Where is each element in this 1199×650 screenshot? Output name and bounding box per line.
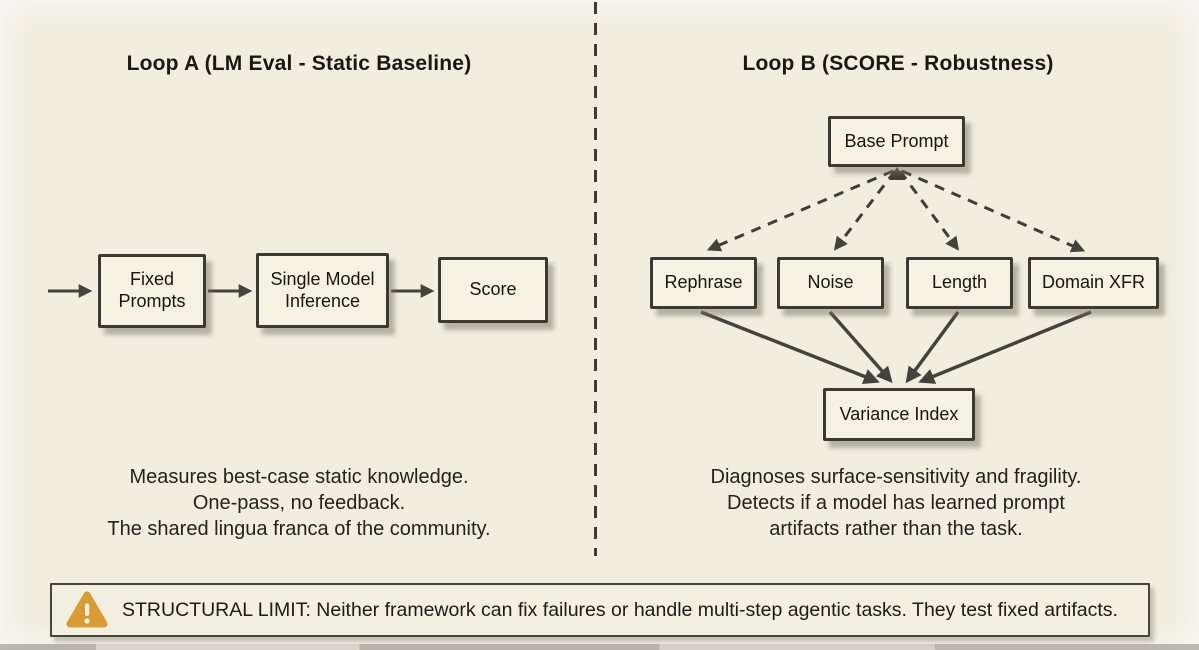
node-score-label: Score	[469, 279, 517, 300]
node-score: Score	[438, 257, 548, 323]
arrow-domain-xfr-to-variance	[918, 310, 1092, 384]
loop-a-description-line-3: The shared lingua franca of the communit…	[107, 518, 491, 540]
dashed-arrow-base-to-rephrase	[706, 169, 894, 252]
node-single-model-inference-label: Single Model Inference	[270, 268, 375, 311]
loop-a-title: Loop A (LM Eval - Static Baseline)	[126, 52, 472, 75]
dashed-arrow-base-to-noise	[833, 170, 897, 251]
node-base-prompt-label: Base Prompt	[844, 130, 949, 151]
up-arrowhead-at-base-prompt	[889, 167, 905, 180]
node-domain-xfr-label: Domain XFR	[1041, 272, 1146, 293]
bottom-edge-artifact	[0, 644, 1199, 650]
loop-a-description-line-1: Measures best-case static knowledge.	[129, 466, 469, 488]
loop-b-description-line-3: artifacts rather than the task.	[769, 518, 1023, 540]
arrow-rephrase-to-variance	[700, 310, 880, 385]
node-noise-label: Noise	[807, 272, 854, 293]
node-noise: Noise	[777, 257, 884, 309]
loop-b-title: Loop B (SCORE - Robustness)	[742, 52, 1054, 75]
node-fixed-prompts: Fixed Prompts	[98, 254, 206, 328]
loop-a-description: Measures best-case static knowledge. One…	[0, 464, 598, 542]
dashed-arrow-base-to-length	[898, 170, 960, 251]
arrow-noise-to-variance	[828, 310, 893, 384]
loop-b-description: Diagnoses surface-sensitivity and fragil…	[601, 464, 1191, 542]
node-length-label: Length	[931, 272, 988, 293]
arrow-length-to-variance	[905, 310, 960, 384]
structural-limit-text: STRUCTURAL LIMIT: Neither framework can …	[122, 598, 1118, 621]
node-variance-index-label: Variance Index	[839, 403, 959, 424]
structural-limit-banner: STRUCTURAL LIMIT: Neither framework can …	[50, 583, 1150, 637]
node-domain-xfr: Domain XFR	[1028, 257, 1159, 309]
node-variance-index: Variance Index	[823, 388, 975, 441]
loop-b-description-line-1: Diagnoses surface-sensitivity and fragil…	[710, 466, 1082, 488]
dashed-arrow-base-to-domain-xfr	[901, 169, 1086, 253]
node-rephrase: Rephrase	[650, 257, 757, 309]
vertical-dashed-divider	[594, 2, 597, 556]
node-base-prompt: Base Prompt	[828, 116, 965, 167]
node-length: Length	[906, 257, 1013, 309]
loop-a-description-line-2: One-pass, no feedback.	[192, 492, 406, 514]
node-fixed-prompts-label: Fixed Prompts	[118, 269, 186, 311]
node-rephrase-label: Rephrase	[664, 272, 743, 293]
node-single-model-inference: Single Model Inference	[256, 253, 389, 328]
warning-triangle-icon	[66, 591, 108, 628]
loop-b-description-line-2: Detects if a model has learned prompt	[727, 492, 1065, 514]
